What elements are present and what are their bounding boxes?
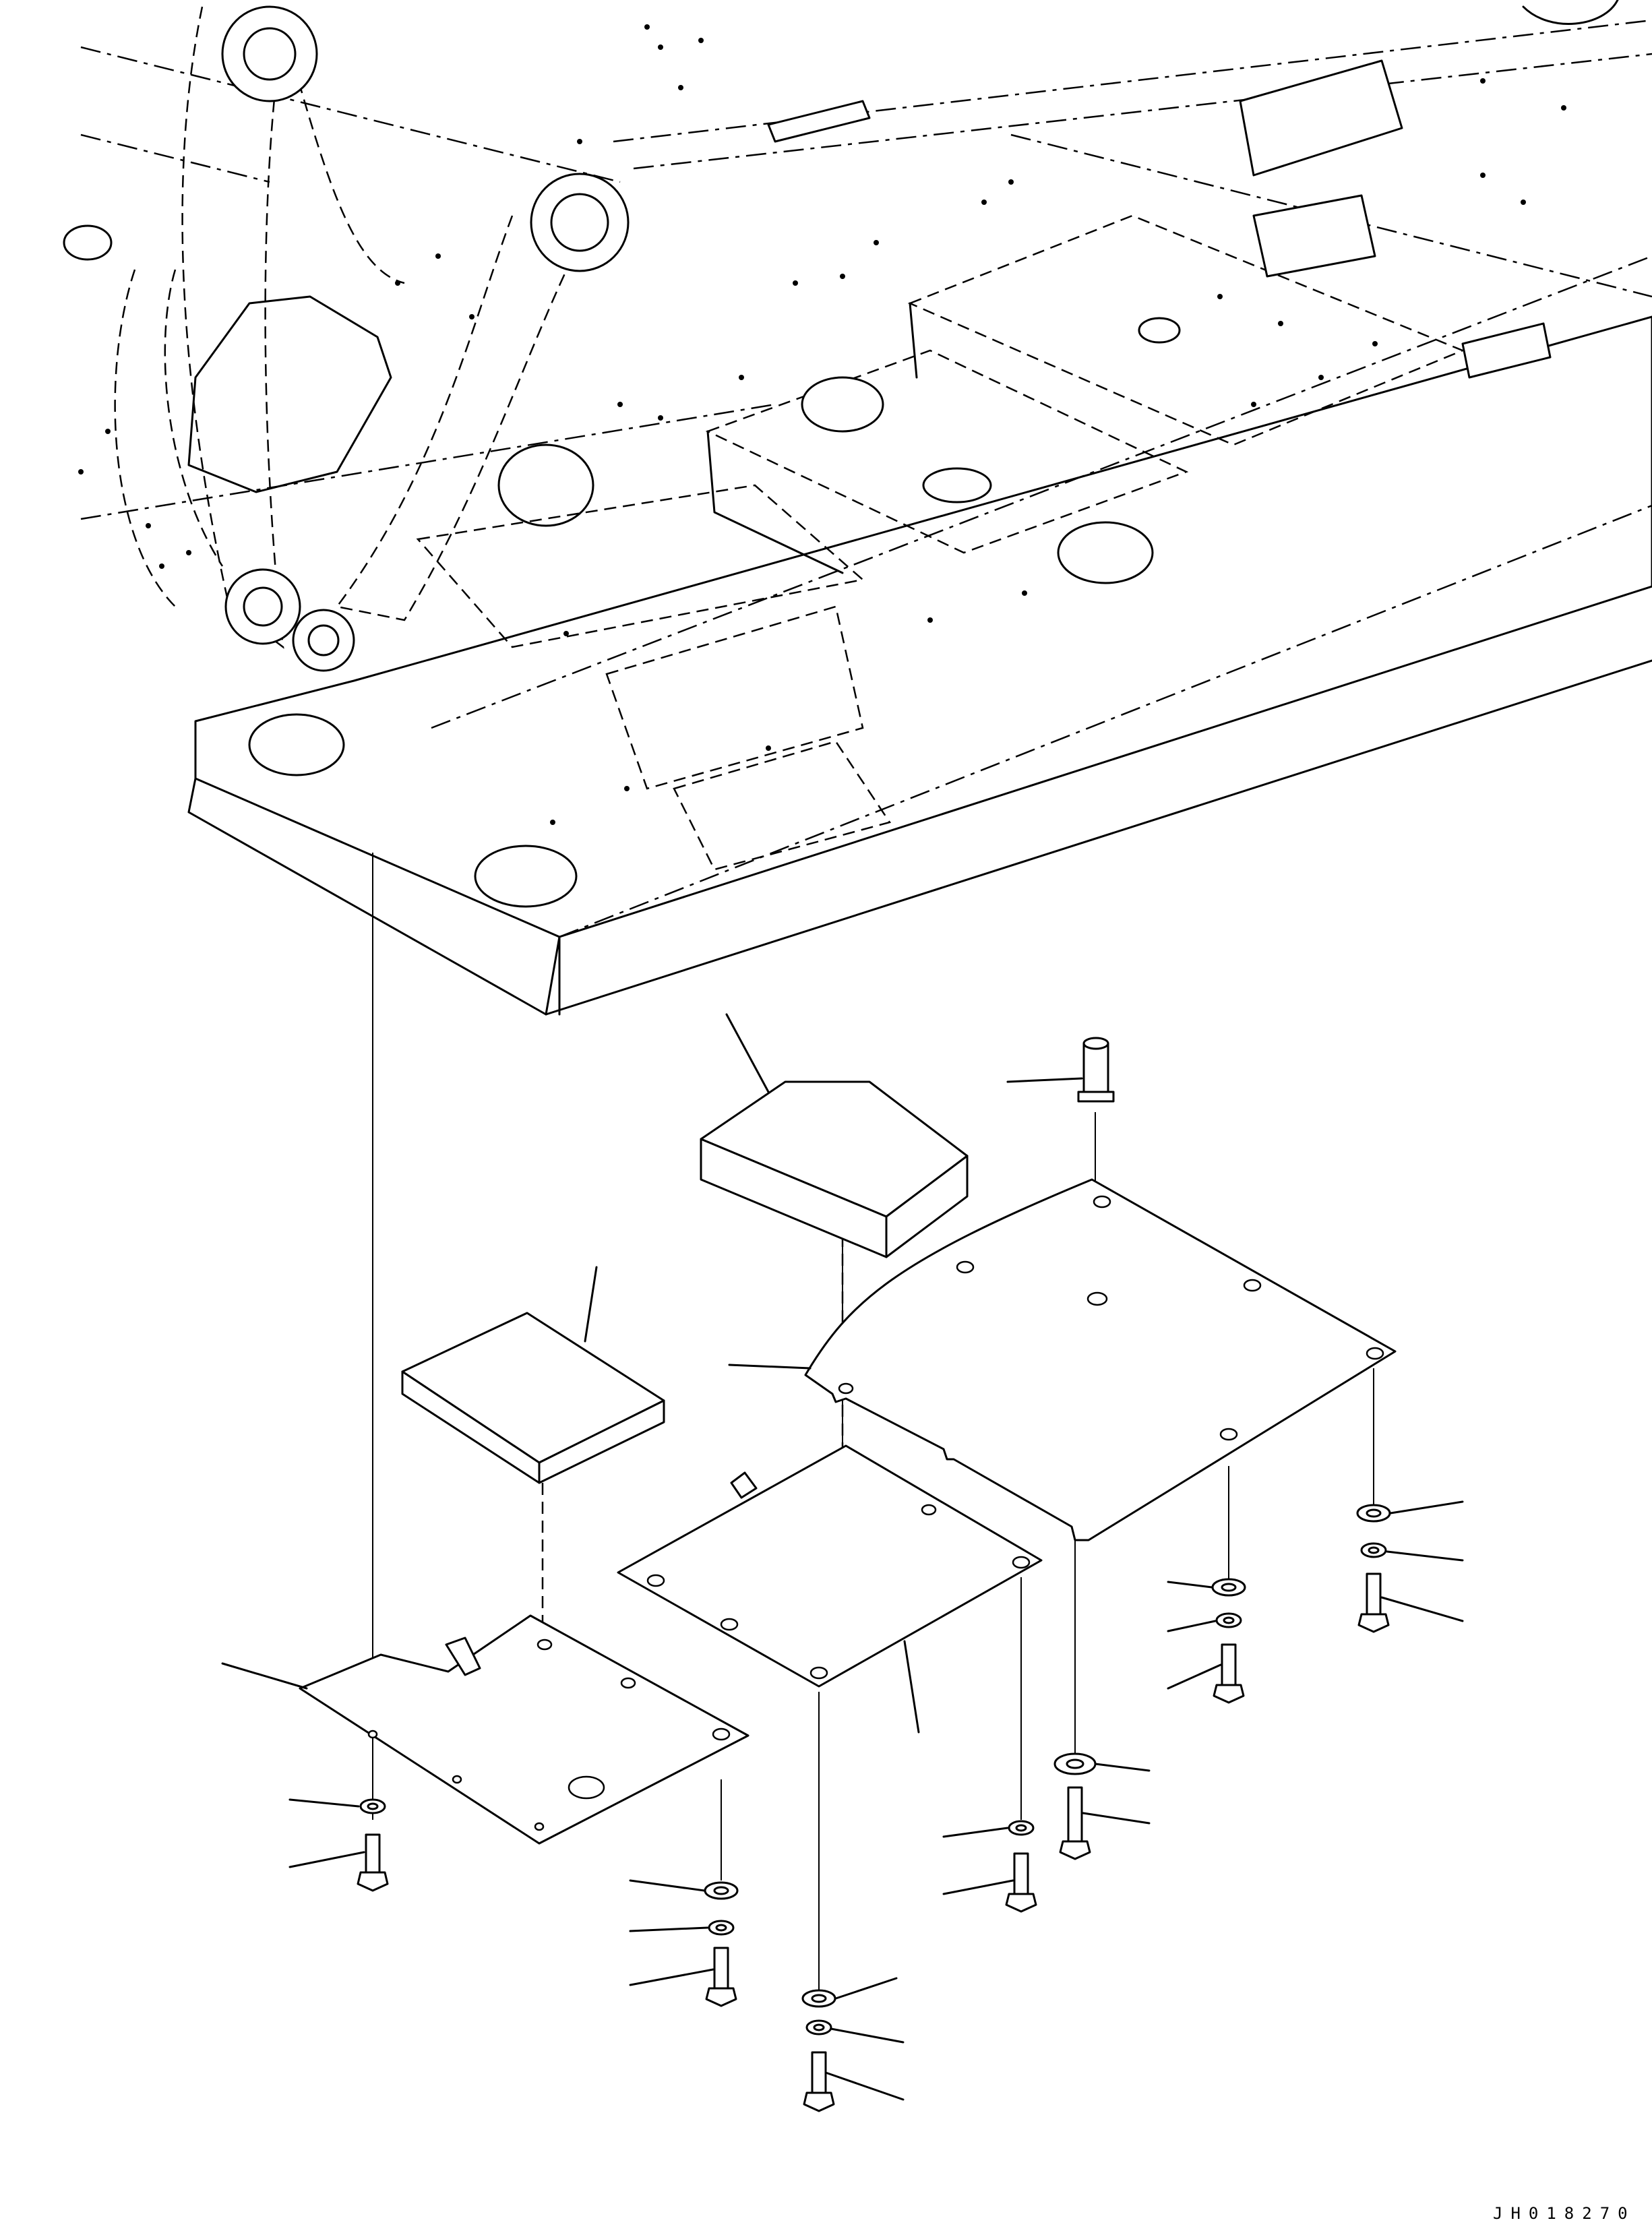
foam-pad-left <box>401 1266 665 1484</box>
fasteners-right-top <box>1356 1500 1464 1633</box>
fasteners-center-right <box>942 1820 1037 1913</box>
fasteners-right-long <box>1053 1752 1151 1860</box>
cover-plate-left <box>221 1614 749 1845</box>
cover-plate-right <box>728 1178 1397 1541</box>
fasteners-left-center <box>629 1879 739 2007</box>
fasteners-center-bottom <box>801 1977 905 2112</box>
drawing-id-label: JH018270 <box>1493 2204 1636 2223</box>
fasteners-right-mid <box>1167 1578 1246 1704</box>
foam-pad-center <box>700 1013 969 1258</box>
sleeve-fitting <box>1006 1037 1115 1103</box>
upper-frame-assembly <box>63 0 1652 1016</box>
cover-plate-center <box>617 1444 1043 1734</box>
fasteners-left <box>288 1798 389 1892</box>
